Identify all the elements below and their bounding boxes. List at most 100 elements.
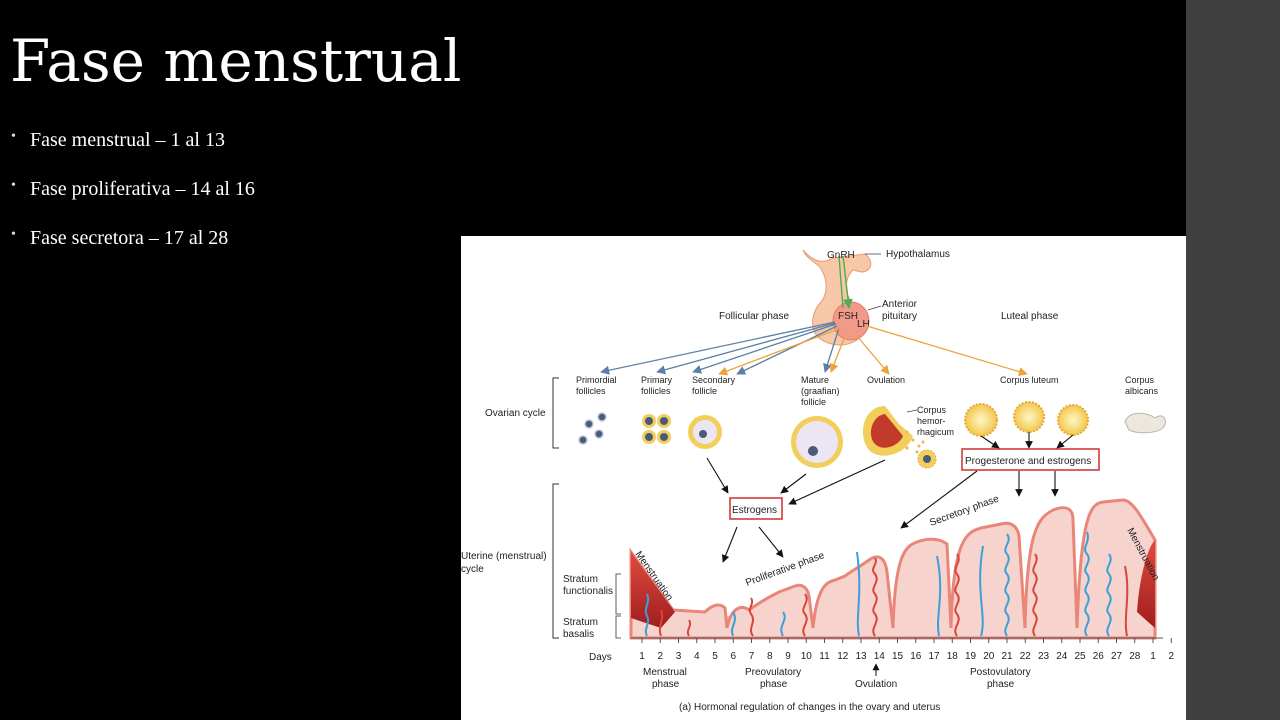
bullet-item: • Fase menstrual – 1 al 13 bbox=[10, 128, 255, 177]
luteum-arrows bbox=[900, 432, 1074, 529]
proliferative-phase-label: Proliferative phase bbox=[744, 550, 826, 589]
corpus-albicans-label-1: Corpus bbox=[1125, 375, 1155, 385]
day-label: 19 bbox=[965, 651, 977, 662]
day-label: 9 bbox=[785, 651, 791, 662]
day-label: 13 bbox=[855, 651, 867, 662]
menstrual-cycle-figure: GnRH Hypothalamus Anterior pituitary FSH… bbox=[461, 236, 1186, 720]
ovulation-stage-label: Ovulation bbox=[867, 375, 905, 385]
anterior-label: Anterior bbox=[882, 299, 918, 310]
primordial-label-2: follicles bbox=[576, 386, 606, 396]
primary-follicles bbox=[642, 414, 671, 444]
secondary-follicle bbox=[688, 415, 722, 449]
day-label: 23 bbox=[1038, 651, 1050, 662]
day-label: 1 bbox=[1150, 651, 1156, 662]
preovulatory-phase-label-1: Preovulatory bbox=[745, 667, 801, 678]
postovulatory-phase-label-1: Postovulatory bbox=[970, 667, 1031, 678]
day-label: 21 bbox=[1001, 651, 1013, 662]
endometrium bbox=[629, 498, 1157, 640]
estrogen-arrows bbox=[706, 457, 886, 563]
day-label: 26 bbox=[1093, 651, 1105, 662]
day-label: 22 bbox=[1020, 651, 1032, 662]
corpus-albicans bbox=[1124, 412, 1166, 434]
day-label: 28 bbox=[1129, 651, 1141, 662]
primordial-label-1: Primordial bbox=[576, 375, 617, 385]
gnrh-label: GnRH bbox=[827, 250, 855, 261]
day-label: 10 bbox=[801, 651, 813, 662]
bullet-text: Fase menstrual – 1 al 13 bbox=[30, 129, 225, 151]
day-label: 8 bbox=[767, 651, 773, 662]
bullet-item: • Fase proliferativa – 14 al 16 bbox=[10, 177, 255, 226]
day-label: 20 bbox=[983, 651, 995, 662]
day-label: 7 bbox=[749, 651, 755, 662]
progesterone-box bbox=[961, 448, 1100, 471]
corpus-hem-label-1: Corpus bbox=[917, 405, 947, 415]
fsh-label: FSH bbox=[838, 311, 858, 322]
stratum-functionalis-label-1: Stratum bbox=[563, 574, 598, 585]
right-side-bar bbox=[1186, 0, 1280, 720]
mature-label-1: Mature bbox=[801, 375, 829, 385]
stratum-basalis-label-2: basalis bbox=[563, 629, 594, 640]
preovulatory-phase-label-2: phase bbox=[760, 679, 788, 690]
uterine-cycle-label-2: cycle bbox=[461, 564, 484, 575]
hormone-arrows bbox=[600, 321, 1028, 377]
primary-label-2: follicles bbox=[641, 386, 671, 396]
bullet-text: Fase proliferativa – 14 al 16 bbox=[30, 178, 255, 200]
primordial-follicles bbox=[578, 412, 607, 445]
corpus-hem-leader-line bbox=[906, 409, 918, 413]
day-label: 24 bbox=[1056, 651, 1068, 662]
day-label: 2 bbox=[1168, 651, 1174, 662]
ovulation-follicle bbox=[862, 406, 937, 469]
corpus-hem-label-2: hemor- bbox=[917, 416, 946, 426]
day-label: 14 bbox=[874, 651, 886, 662]
day-label: 5 bbox=[712, 651, 718, 662]
follicular-phase-label: Follicular phase bbox=[719, 311, 789, 322]
bullet-item: • Fase secretora – 17 al 28 bbox=[10, 226, 255, 275]
day-label: 17 bbox=[928, 651, 940, 662]
mature-label-3: follicle bbox=[801, 397, 826, 407]
day-label: 16 bbox=[910, 651, 922, 662]
pituitary-label: pituitary bbox=[882, 311, 917, 322]
menstrual-cycle-diagram: GnRH Hypothalamus Anterior pituitary FSH… bbox=[461, 249, 1174, 713]
day-label: 6 bbox=[730, 651, 736, 662]
uterine-vessels bbox=[644, 531, 1129, 637]
stratum-functionalis-label-2: functionalis bbox=[563, 586, 613, 597]
ovarian-cycle-label: Ovarian cycle bbox=[485, 408, 546, 419]
day-label: 4 bbox=[694, 651, 700, 662]
uterine-bracket bbox=[552, 483, 559, 639]
day-label: 11 bbox=[819, 651, 830, 662]
estrogens-box bbox=[729, 497, 783, 520]
day-label: 18 bbox=[947, 651, 959, 662]
postovulatory-phase-label-2: phase bbox=[987, 679, 1015, 690]
day-label: 25 bbox=[1074, 651, 1086, 662]
day-ticks bbox=[641, 638, 1172, 643]
mature-follicle bbox=[791, 416, 843, 468]
day-label: 15 bbox=[892, 651, 904, 662]
functionalis-bracket bbox=[615, 573, 621, 615]
bullet-dot: • bbox=[11, 227, 16, 242]
day-label: 27 bbox=[1111, 651, 1123, 662]
corpus-hem-label-3: rhagicum bbox=[917, 427, 954, 437]
pituitary-leader-line bbox=[867, 305, 882, 311]
bullet-dot: • bbox=[11, 129, 16, 144]
day-label: 1 bbox=[639, 651, 645, 662]
luteal-phase-label: Luteal phase bbox=[1001, 311, 1059, 322]
secondary-label-1: Secondary bbox=[692, 375, 736, 385]
bullet-text: Fase secretora – 17 al 28 bbox=[30, 227, 229, 249]
uterine-cycle-label-1: Uterine (menstrual) bbox=[461, 551, 547, 562]
figure-caption: (a) Hormonal regulation of changes in th… bbox=[679, 702, 940, 713]
day-label: 2 bbox=[657, 651, 663, 662]
lh-label: LH bbox=[857, 319, 870, 330]
day-label: 3 bbox=[676, 651, 682, 662]
slide-title: Fase menstrual bbox=[10, 27, 462, 95]
menstrual-phase-label-2: phase bbox=[652, 679, 680, 690]
corpus-luteum bbox=[964, 401, 1089, 437]
days-axis-label: Days bbox=[589, 652, 612, 663]
basalis-bracket bbox=[615, 615, 621, 639]
corpus-albicans-label-2: albicans bbox=[1125, 386, 1159, 396]
estrogens-label: Estrogens bbox=[732, 505, 777, 516]
corpus-luteum-label: Corpus luteum bbox=[1000, 375, 1059, 385]
primary-label-1: Primary bbox=[641, 375, 672, 385]
bullet-dot: • bbox=[11, 178, 16, 193]
menstrual-phase-label-1: Menstrual bbox=[643, 667, 687, 678]
bullet-list: • Fase menstrual – 1 al 13 • Fase prolifer… bbox=[10, 128, 255, 275]
